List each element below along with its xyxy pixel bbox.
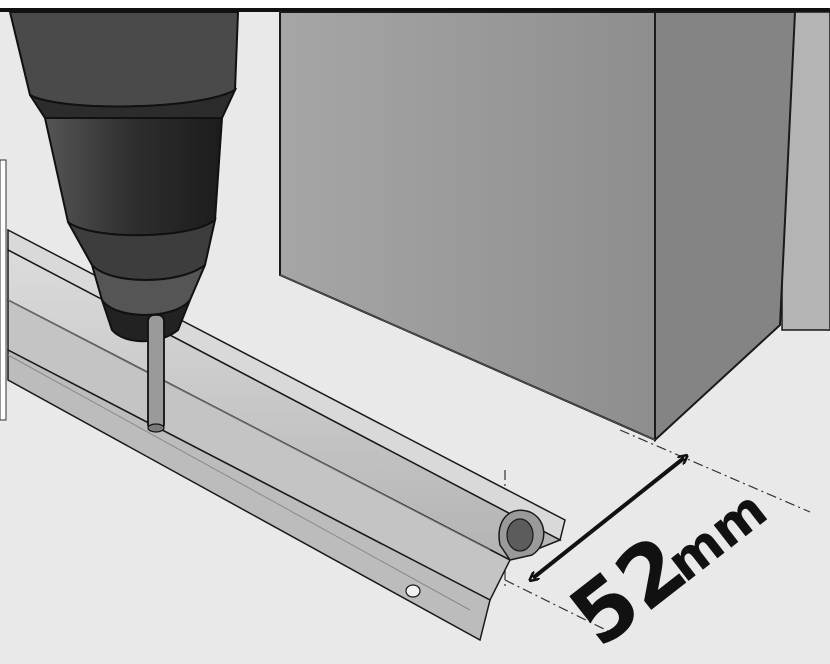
left-edge-panel (0, 159, 7, 421)
dimension-arrow (533, 458, 684, 578)
cabinet-floor-line (279, 274, 656, 441)
cabinet-reference-line (619, 429, 811, 513)
drill-bit (147, 314, 165, 431)
screw-hole-icon (405, 584, 421, 598)
power-drill (8, 11, 240, 433)
top-strip (0, 0, 830, 10)
